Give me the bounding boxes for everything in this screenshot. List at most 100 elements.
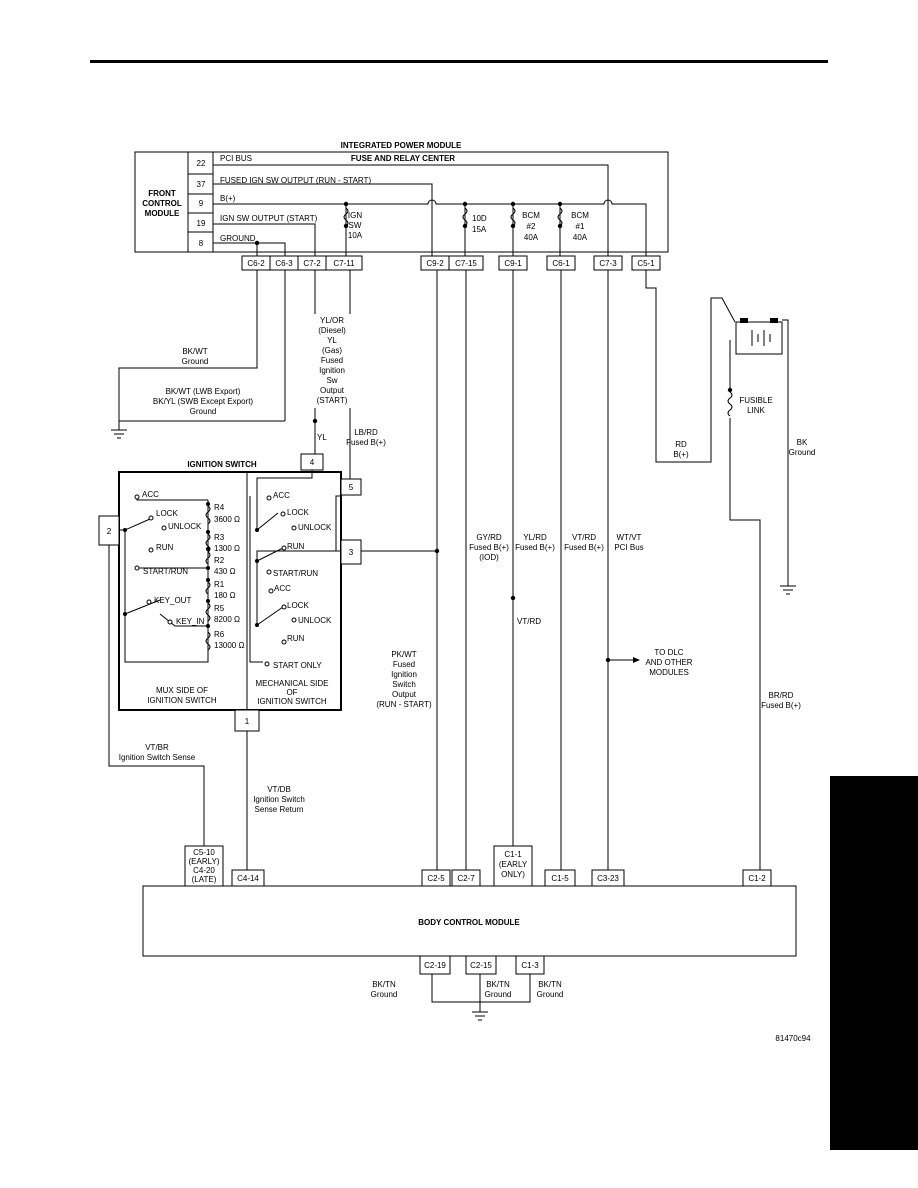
mux-position: KEY_IN <box>176 617 205 626</box>
svg-text:Fused B(+): Fused B(+) <box>761 701 801 710</box>
pin-number: 19 <box>197 219 206 228</box>
mech-wiring <box>249 470 342 663</box>
svg-text:C5-10: C5-10 <box>193 848 215 857</box>
svg-text:(LATE): (LATE) <box>192 875 217 884</box>
svg-text:Ignition: Ignition <box>319 366 345 375</box>
svg-text:MODULE: MODULE <box>145 209 180 218</box>
pin-number: 9 <box>199 199 204 208</box>
mech-position: UNLOCK <box>298 523 332 532</box>
ground-symbol-battery <box>780 585 796 595</box>
pin-label: 2 <box>107 527 112 536</box>
svg-text:B(+): B(+) <box>673 450 689 459</box>
svg-text:IGNITION SWITCH: IGNITION SWITCH <box>147 696 217 705</box>
svg-text:R5: R5 <box>214 604 225 613</box>
svg-text:YL: YL <box>327 336 337 345</box>
wire-label-vtrd-fused: VT/RD Fused B(+) <box>564 533 604 552</box>
pin-label: PCI BUS <box>220 154 252 163</box>
mux-position: KEY_OUT <box>154 596 191 605</box>
svg-text:430 Ω: 430 Ω <box>214 567 236 576</box>
resistor-labels: R4 3600 Ω R3 1300 Ω R2 430 Ω R1 180 Ω R5… <box>214 503 244 650</box>
svg-text:BK/TN: BK/TN <box>372 980 396 989</box>
svg-text:BK/TN: BK/TN <box>538 980 562 989</box>
ignition-switch-title: IGNITION SWITCH <box>187 460 257 469</box>
connector-label: C7-15 <box>455 259 477 268</box>
bcm-bottom-connectors: C2-19 C2-15 C1-3 <box>419 955 545 975</box>
connector-label: C5-1 <box>637 259 655 268</box>
svg-text:GY/RD: GY/RD <box>476 533 502 542</box>
bcm-title: BODY CONTROL MODULE <box>418 918 520 927</box>
svg-text:LB/RD: LB/RD <box>354 428 378 437</box>
connector-label: C6-3 <box>275 259 293 268</box>
svg-text:OF: OF <box>286 688 297 697</box>
svg-text:40A: 40A <box>524 233 539 242</box>
svg-text:BK: BK <box>797 438 808 447</box>
svg-text:MECHANICAL SIDE: MECHANICAL SIDE <box>255 679 328 688</box>
wire-label-lbrd: LB/RD Fused B(+) <box>346 428 386 447</box>
mech-position: ACC <box>274 584 291 593</box>
svg-text:(START): (START) <box>317 396 348 405</box>
svg-text:Fused B(+): Fused B(+) <box>346 438 386 447</box>
svg-text:FUSIBLE: FUSIBLE <box>739 396 772 405</box>
svg-text:C2-19: C2-19 <box>424 961 446 970</box>
svg-text:BK/TN: BK/TN <box>486 980 510 989</box>
svg-text:13000 Ω: 13000 Ω <box>214 641 244 650</box>
fuse-10d: 10D 15A <box>472 214 487 234</box>
svg-text:8200 Ω: 8200 Ω <box>214 615 240 624</box>
svg-text:YL/RD: YL/RD <box>523 533 547 542</box>
svg-text:Ignition Switch Sense: Ignition Switch Sense <box>119 753 196 762</box>
svg-text:Fused: Fused <box>393 660 415 669</box>
svg-text:Ignition Switch: Ignition Switch <box>253 795 305 804</box>
wire-label-bk: BK Ground <box>789 438 816 457</box>
wire-label-vtrd: VT/RD <box>517 617 541 626</box>
svg-text:BCM: BCM <box>522 211 540 220</box>
mech-contacts <box>264 495 297 667</box>
fuse-ign-sw: IGN SW 10A <box>348 211 363 240</box>
svg-text:40A: 40A <box>573 233 588 242</box>
svg-text:YL/OR: YL/OR <box>320 316 344 325</box>
svg-text:C1-5: C1-5 <box>551 874 569 883</box>
svg-text:C3-23: C3-23 <box>597 874 619 883</box>
pin-label: IGN SW OUTPUT (START) <box>220 214 318 223</box>
mech-position: RUN <box>287 542 305 551</box>
wire-label-ylrd: YL/RD Fused B(+) <box>515 533 555 552</box>
svg-text:(IOD): (IOD) <box>479 553 499 562</box>
svg-text:Ground: Ground <box>190 407 217 416</box>
svg-text:(EARLY: (EARLY <box>499 860 528 869</box>
svg-text:C4-14: C4-14 <box>237 874 259 883</box>
svg-text:BCM: BCM <box>571 211 589 220</box>
battery-icon <box>735 318 783 355</box>
mech-dots <box>255 528 259 627</box>
svg-text:C1-1: C1-1 <box>504 850 522 859</box>
mux-position: LOCK <box>156 509 178 518</box>
pin-number: 37 <box>197 180 206 189</box>
svg-text:Output: Output <box>392 690 417 699</box>
svg-text:Fused B(+): Fused B(+) <box>469 543 509 552</box>
svg-text:#2: #2 <box>527 222 536 231</box>
fusible-link-label: FUSIBLE LINK <box>739 396 772 415</box>
bcm-top-connectors: C5-10 (EARLY) C4-20 (LATE) C4-14 C2-5 C2… <box>184 845 772 887</box>
svg-text:AND OTHER: AND OTHER <box>645 658 692 667</box>
svg-text:C1-3: C1-3 <box>521 961 539 970</box>
svg-text:180 Ω: 180 Ω <box>214 591 236 600</box>
section-tab <box>830 776 918 1150</box>
connector-label: C6-2 <box>247 259 265 268</box>
svg-text:Fused B(+): Fused B(+) <box>515 543 555 552</box>
svg-text:VT/RD: VT/RD <box>572 533 596 542</box>
frc-title: FUSE AND RELAY CENTER <box>351 154 455 163</box>
svg-text:Ground: Ground <box>182 357 209 366</box>
svg-text:RD: RD <box>675 440 687 449</box>
wire-label-bkwt-bkyl: BK/WT (LWB Export) BK/YL (SWB Except Exp… <box>153 387 254 416</box>
svg-text:LINK: LINK <box>747 406 765 415</box>
mux-side-label: MUX SIDE OF IGNITION SWITCH <box>147 686 217 705</box>
connector-label: C9-2 <box>426 259 444 268</box>
ipm-internal-wiring <box>213 164 647 262</box>
svg-text:CONTROL: CONTROL <box>142 199 182 208</box>
pin-row-lines <box>188 173 213 233</box>
svg-text:#1: #1 <box>576 222 585 231</box>
bcm-ground-wiring <box>431 974 531 1021</box>
fuse-symbols <box>343 207 563 227</box>
bcm-ground-labels: BK/TN Ground BK/TN Ground BK/TN Ground <box>371 980 564 999</box>
header-rule <box>90 60 828 63</box>
svg-text:Sense Return: Sense Return <box>255 805 304 814</box>
